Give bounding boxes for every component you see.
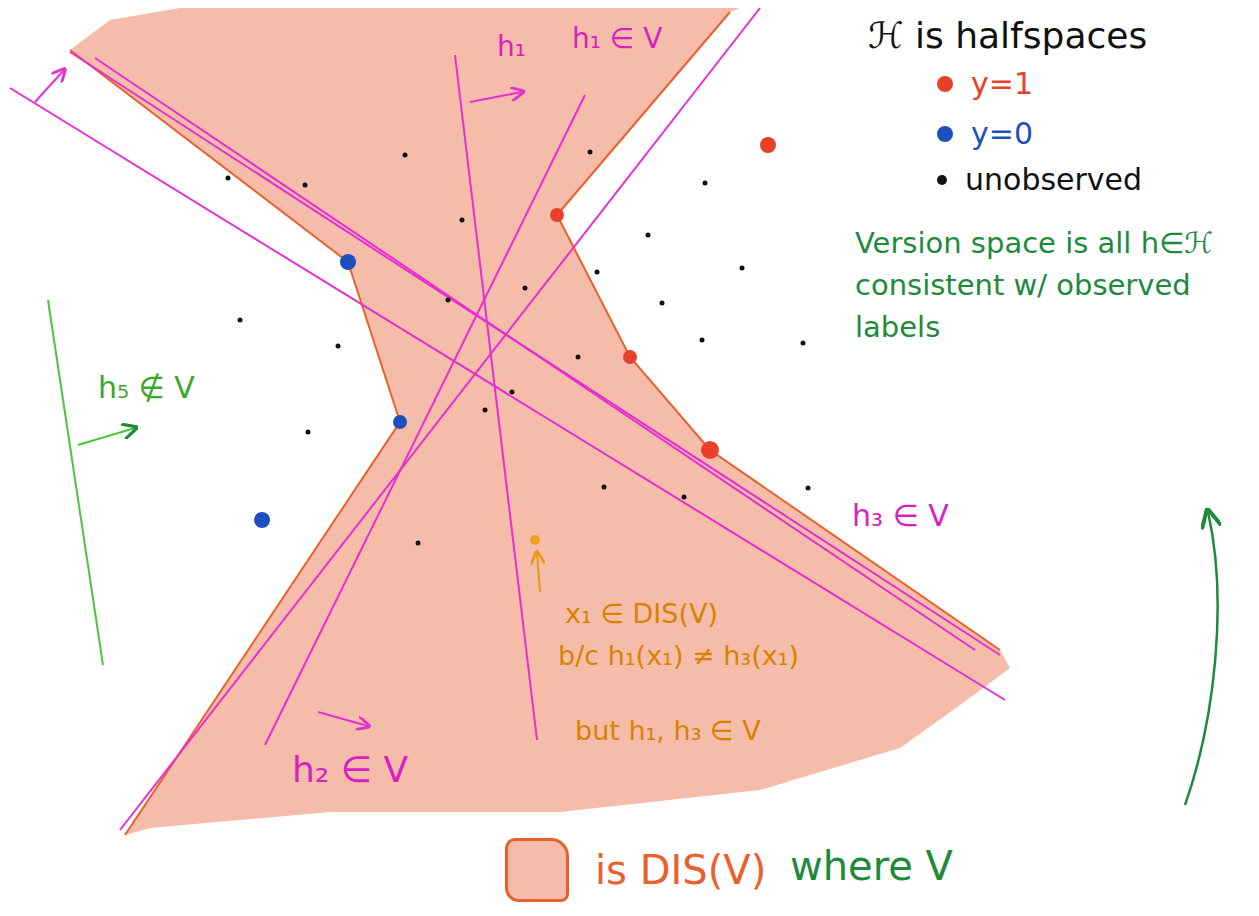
legend-swatch	[937, 76, 953, 92]
legend-swatch	[937, 175, 947, 185]
unobserved-points	[226, 150, 811, 546]
labeled-points	[254, 137, 776, 528]
legend-swatch	[505, 838, 569, 902]
hypothesis-label: h₃ ∈ V	[852, 498, 949, 534]
legend-note: where V	[790, 842, 953, 890]
halfspace-line	[48, 300, 103, 665]
disagreement-region	[70, 8, 1010, 835]
hypothesis-label: h₅ ∉ V	[98, 370, 195, 406]
legend-item: is DIS(V)	[505, 838, 766, 902]
legend-label: y=0	[971, 116, 1033, 151]
query-point	[530, 535, 540, 545]
legend-item: y=0	[937, 116, 1033, 151]
hypothesis-label: h₁	[497, 30, 526, 64]
title-note: ℋ is halfspaces	[868, 14, 1147, 57]
point-note: b/c h₁(x₁) ≠ h₃(x₁)	[558, 640, 799, 672]
legend-item: unobserved	[937, 162, 1142, 197]
legend-label: unobserved	[965, 162, 1142, 197]
legend-label: y=1	[971, 66, 1033, 101]
region-boundary	[70, 50, 400, 835]
hypothesis-label: h₁ ∈ V	[572, 22, 662, 56]
point-note: but h₁, h₃ ∈ V	[575, 715, 761, 747]
legend-item: y=1	[937, 66, 1033, 101]
legend-label: is DIS(V)	[595, 847, 766, 893]
hypothesis-label: h₂ ∈ V	[292, 748, 408, 791]
point-note: x₁ ∈ DIS(V)	[565, 598, 718, 630]
legend-swatch	[937, 126, 953, 142]
pointer-arrow	[1185, 512, 1218, 805]
direction-arrow	[78, 428, 135, 445]
definition-note: Version space is all h∈ℋ consistent w/ o…	[855, 222, 1247, 348]
halfspace-lines	[10, 8, 1005, 830]
leader-arrow	[537, 553, 540, 592]
